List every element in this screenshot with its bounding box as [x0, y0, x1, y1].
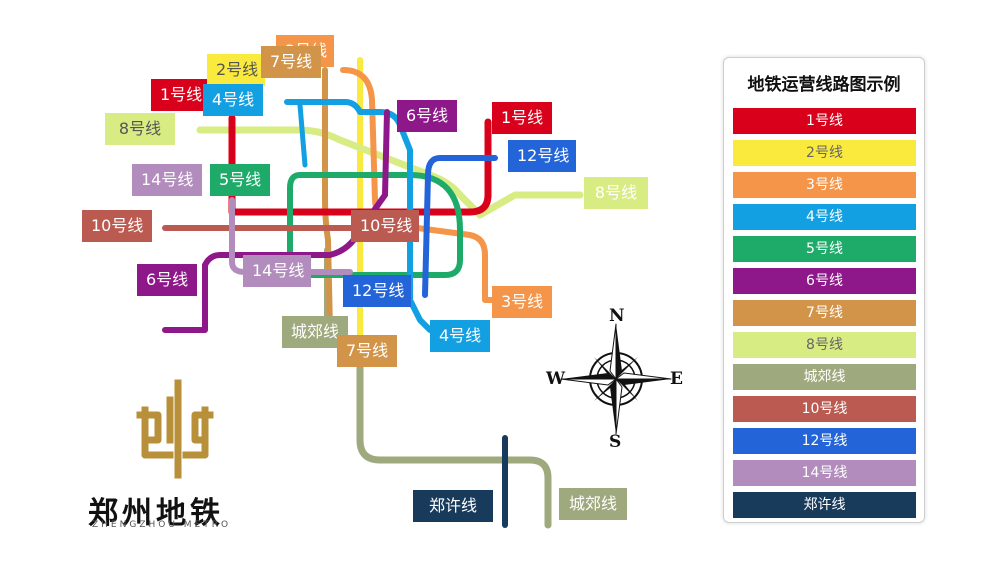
map-label-line3-east[interactable]: 3号线	[492, 286, 552, 318]
compass-south: S	[609, 432, 622, 452]
map-label-line8[interactable]: 8号线	[105, 113, 175, 145]
legend-title: 地铁运营线路图示例	[747, 75, 901, 95]
legend-item-line8[interactable]: 8号线	[733, 332, 916, 358]
zhengzhou-metro-logo-icon	[136, 379, 214, 479]
map-label-line4[interactable]: 4号线	[203, 84, 263, 116]
legend-item-zhengxu[interactable]: 郑许线	[733, 492, 916, 518]
route-chengjiao-south	[356, 361, 552, 529]
map-label-line1-east[interactable]: 1号线	[492, 102, 552, 134]
legend-item-line10[interactable]: 10号线	[733, 396, 916, 422]
map-label-line6[interactable]: 6号线	[397, 100, 457, 132]
legend-item-line6[interactable]: 6号线	[733, 268, 916, 294]
map-label-line12-south[interactable]: 12号线	[343, 275, 411, 307]
legend-item-line1[interactable]: 1号线	[733, 108, 916, 134]
map-label-line14[interactable]: 14号线	[132, 164, 202, 196]
legend-item-line4[interactable]: 4号线	[733, 204, 916, 230]
map-label-line7[interactable]: 7号线	[261, 46, 321, 78]
compass-west: W	[546, 369, 566, 389]
map-label-line12[interactable]: 12号线	[508, 140, 576, 172]
map-label-line14-center[interactable]: 14号线	[243, 255, 311, 287]
legend-item-chengjiao[interactable]: 城郊线	[733, 364, 916, 390]
legend-list: 1号线 2号线 3号线 4号线 5号线 6号线 7号线 8号线 城郊线 10号线…	[733, 108, 916, 524]
legend-item-line5[interactable]: 5号线	[733, 236, 916, 262]
map-label-line2[interactable]: 2号线	[207, 54, 265, 86]
map-label-line6-west[interactable]: 6号线	[137, 264, 197, 296]
legend-item-line12[interactable]: 12号线	[733, 428, 916, 454]
legend-item-line7[interactable]: 7号线	[733, 300, 916, 326]
map-label-line5[interactable]: 5号线	[210, 164, 270, 196]
route-line4-branch	[297, 102, 308, 168]
map-label-line4-south[interactable]: 4号线	[430, 320, 490, 352]
map-label-line8-east[interactable]: 8号线	[584, 177, 648, 209]
route-line5	[287, 172, 463, 278]
logo-subtitle: ZHENGZHOU METRO	[92, 520, 232, 530]
logo-name: 郑州地铁	[88, 496, 224, 531]
route-line12	[422, 155, 498, 298]
map-label-line10-center[interactable]: 10号线	[351, 210, 419, 242]
route-line1	[228, 114, 492, 216]
map-label-line10[interactable]: 10号线	[82, 210, 152, 242]
map-label-chengjiao-south[interactable]: 城郊线	[559, 488, 627, 520]
legend-item-line2[interactable]: 2号线	[733, 140, 916, 166]
compass-rose-icon	[560, 323, 672, 435]
route-line7	[322, 67, 333, 333]
legend-item-line14[interactable]: 14号线	[733, 460, 916, 486]
map-label-line7-south[interactable]: 7号线	[337, 335, 397, 367]
legend-panel: 地铁运营线路图示例 1号线 2号线 3号线 4号线 5号线 6号线 7号线 8号…	[723, 57, 925, 523]
compass-north: N	[609, 306, 625, 326]
map-label-zhengxu[interactable]: 郑许线	[413, 490, 493, 522]
compass-east: E	[670, 369, 683, 389]
map-label-line1[interactable]: 1号线	[151, 79, 209, 111]
legend-item-line3[interactable]: 3号线	[733, 172, 916, 198]
